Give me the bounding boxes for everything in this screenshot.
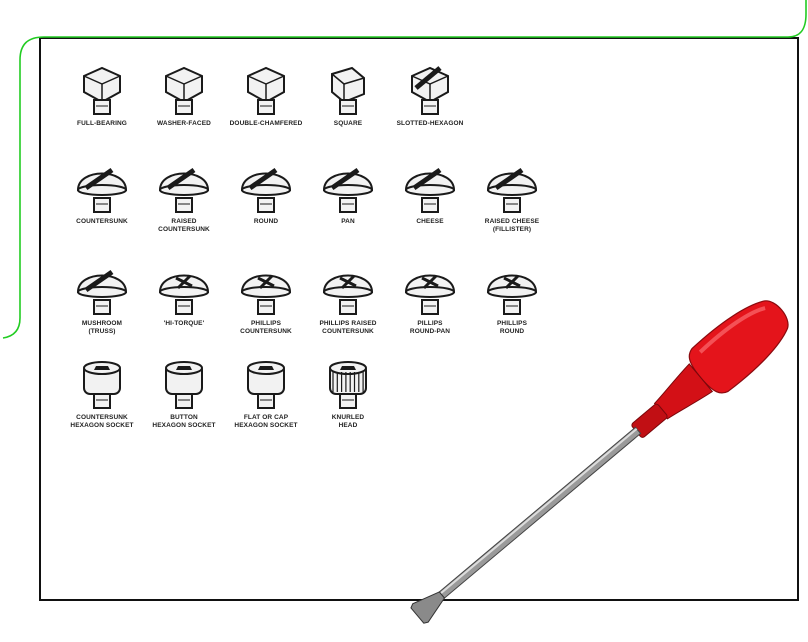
screw-head-icon (236, 356, 296, 412)
screw-head-icon (318, 262, 378, 318)
screw-head-icon (72, 62, 132, 118)
screw-label: PHILLIPS RAISED COUNTERSUNK (308, 320, 388, 335)
screw-countersunk-slot: COUNTERSUNK (62, 160, 142, 226)
screw-label: DOUBLE-CHAMFERED (226, 120, 306, 128)
screw-label: SLOTTED-HEXAGON (390, 120, 470, 128)
screw-head-icon (154, 262, 214, 318)
screw-head-icon (318, 356, 378, 412)
screw-phillips-pan: PILLIPS ROUND-PAN (390, 262, 470, 335)
screw-round-slot: ROUND (226, 160, 306, 226)
screw-hex: DOUBLE-CHAMFERED (226, 62, 306, 128)
screw-label: PILLIPS ROUND-PAN (390, 320, 470, 335)
screw-label: WASHER-FACED (144, 120, 224, 128)
screw-label: CHEESE (390, 218, 470, 226)
screw-head-icon (236, 62, 296, 118)
screw-fillister-slot: RAISED CHEESE (FILLISTER) (472, 160, 552, 233)
screw-label: FLAT OR CAP HEXAGON SOCKET (226, 414, 306, 429)
screw-head-icon (400, 62, 460, 118)
screw-label: BUTTON HEXAGON SOCKET (144, 414, 224, 429)
screw-head-icon (72, 160, 132, 216)
screw-square: SQUARE (308, 62, 388, 128)
screw-head-icon (400, 160, 460, 216)
screw-socket-cap: FLAT OR CAP HEXAGON SOCKET (226, 356, 306, 429)
screw-pan-slot: PAN (308, 160, 388, 226)
screw-socket-button: BUTTON HEXAGON SOCKET (144, 356, 224, 429)
screw-label: COUNTERSUNK HEXAGON SOCKET (62, 414, 142, 429)
screw-slotted-hex: SLOTTED-HEXAGON (390, 62, 470, 128)
screw-label: KNURLED HEAD (308, 414, 388, 429)
screw-head-icon (154, 356, 214, 412)
screw-label: RAISED COUNTERSUNK (144, 218, 224, 233)
screw-label: PHILLIPS COUNTERSUNK (226, 320, 306, 335)
screw-head-icon (236, 160, 296, 216)
screw-head-icon (72, 262, 132, 318)
screw-cheese-slot: CHEESE (390, 160, 470, 226)
screw-head-icon (236, 262, 296, 318)
screwdriver-shaft (439, 427, 640, 598)
screw-phillips-round: PHILLIPS ROUND (472, 262, 552, 335)
screw-raised-slot: RAISED COUNTERSUNK (144, 160, 224, 233)
screw-head-icon (72, 356, 132, 412)
screw-head-icon (318, 160, 378, 216)
screw-head-icon (318, 62, 378, 118)
screwdriver-image (399, 288, 800, 637)
screw-hex: FULL-BEARING (62, 62, 142, 128)
screw-head-icon (154, 160, 214, 216)
screw-label: 'HI-TORQUE' (144, 320, 224, 328)
screw-phillips-raised: PHILLIPS RAISED COUNTERSUNK (308, 262, 388, 335)
screw-phillips-countersunk: PHILLIPS COUNTERSUNK (226, 262, 306, 335)
screw-label: SQUARE (308, 120, 388, 128)
screw-knurled: KNURLED HEAD (308, 356, 388, 429)
screw-head-icon (482, 160, 542, 216)
screw-hi-torque: 'HI-TORQUE' (144, 262, 224, 328)
screw-label: COUNTERSUNK (62, 218, 142, 226)
screw-label: MUSHROOM (TRUSS) (62, 320, 142, 335)
screw-mushroom-slot: MUSHROOM (TRUSS) (62, 262, 142, 335)
screw-label: ROUND (226, 218, 306, 226)
screw-head-icon (400, 262, 460, 318)
screw-head-icon (482, 262, 542, 318)
screw-hex: WASHER-FACED (144, 62, 224, 128)
screw-label: PHILLIPS ROUND (472, 320, 552, 335)
screw-label: RAISED CHEESE (FILLISTER) (472, 218, 552, 233)
screw-socket-countersunk: COUNTERSUNK HEXAGON SOCKET (62, 356, 142, 429)
screw-head-icon (154, 62, 214, 118)
screw-label: PAN (308, 218, 388, 226)
screw-label: FULL-BEARING (62, 120, 142, 128)
